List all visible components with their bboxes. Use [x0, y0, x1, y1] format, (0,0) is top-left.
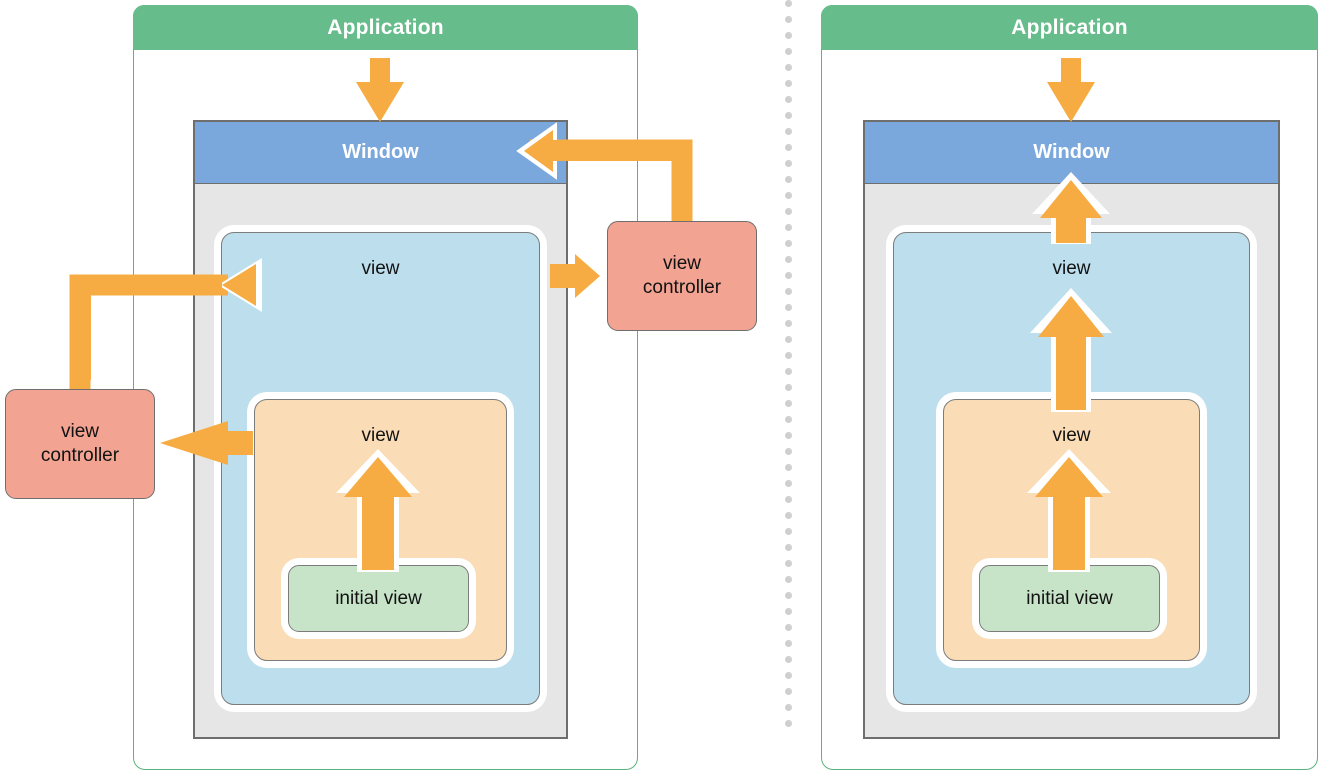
divider-dot	[785, 336, 792, 343]
window-label-right: Window	[1033, 141, 1110, 163]
divider-dot	[785, 176, 792, 183]
initial-view-left: initial view	[288, 565, 469, 632]
divider-dot	[785, 256, 792, 263]
divider-dot	[785, 544, 792, 551]
divider-dot	[785, 368, 792, 375]
divider-dot	[785, 0, 792, 7]
divider-dot	[785, 720, 792, 727]
window-title-bar-left: Window	[195, 122, 566, 184]
divider-dot	[785, 240, 792, 247]
divider-dot	[785, 272, 792, 279]
application-label-left: Application	[327, 15, 444, 39]
initial-view-label-left: initial view	[335, 587, 422, 609]
view-controller-outer-line1-left: view	[662, 253, 701, 275]
view-controller-outer-left: view controller	[607, 221, 757, 331]
divider-dot	[785, 352, 792, 359]
window-title-bar-right: Window	[865, 122, 1278, 184]
application-header-right: Application	[821, 5, 1318, 50]
divider-dot	[785, 208, 792, 215]
divider-dot	[785, 688, 792, 695]
divider-dot	[785, 64, 792, 71]
divider-dot	[785, 416, 792, 423]
view-controller-inner-left: view controller	[5, 389, 155, 499]
divider-dot	[785, 384, 792, 391]
divider-dot	[785, 464, 792, 471]
application-header-left: Application	[133, 5, 638, 50]
divider-dot	[785, 96, 792, 103]
divider-dot	[785, 624, 792, 631]
divider-dot	[785, 144, 792, 151]
divider-dot	[785, 224, 792, 231]
divider-dot	[785, 656, 792, 663]
window-label-left: Window	[342, 141, 419, 163]
divider-dot	[785, 592, 792, 599]
divider-dot	[785, 448, 792, 455]
outer-view-label-right: view	[1052, 258, 1091, 279]
divider-dot	[785, 608, 792, 615]
divider-dot	[785, 192, 792, 199]
divider-dot	[785, 432, 792, 439]
view-controller-inner-line1-left: view	[60, 421, 99, 443]
divider-dot	[785, 496, 792, 503]
view-controller-inner-line2-left: controller	[40, 445, 120, 466]
divider-dot	[785, 560, 792, 567]
divider-dot	[785, 672, 792, 679]
divider-dot	[785, 112, 792, 119]
divider-dot	[785, 16, 792, 23]
divider-dot	[785, 576, 792, 583]
divider-dot	[785, 48, 792, 55]
divider-dot	[785, 288, 792, 295]
divider-dot	[785, 400, 792, 407]
initial-view-right: initial view	[979, 565, 1160, 632]
outer-view-label-left: view	[361, 258, 400, 279]
inner-view-label-left: view	[361, 425, 400, 446]
application-label-right: Application	[1011, 15, 1128, 39]
panel-divider	[785, 0, 793, 773]
divider-dot	[785, 480, 792, 487]
divider-dot	[785, 704, 792, 711]
divider-dot	[785, 32, 792, 39]
divider-dot	[785, 512, 792, 519]
divider-dot	[785, 128, 792, 135]
divider-dot	[785, 528, 792, 535]
divider-dot	[785, 640, 792, 647]
inner-view-label-right: view	[1052, 425, 1091, 446]
divider-dot	[785, 80, 792, 87]
divider-dot	[785, 320, 792, 327]
view-controller-outer-line2-left: controller	[642, 277, 722, 298]
initial-view-label-right: initial view	[1026, 587, 1113, 609]
divider-dot	[785, 160, 792, 167]
divider-dot	[785, 304, 792, 311]
